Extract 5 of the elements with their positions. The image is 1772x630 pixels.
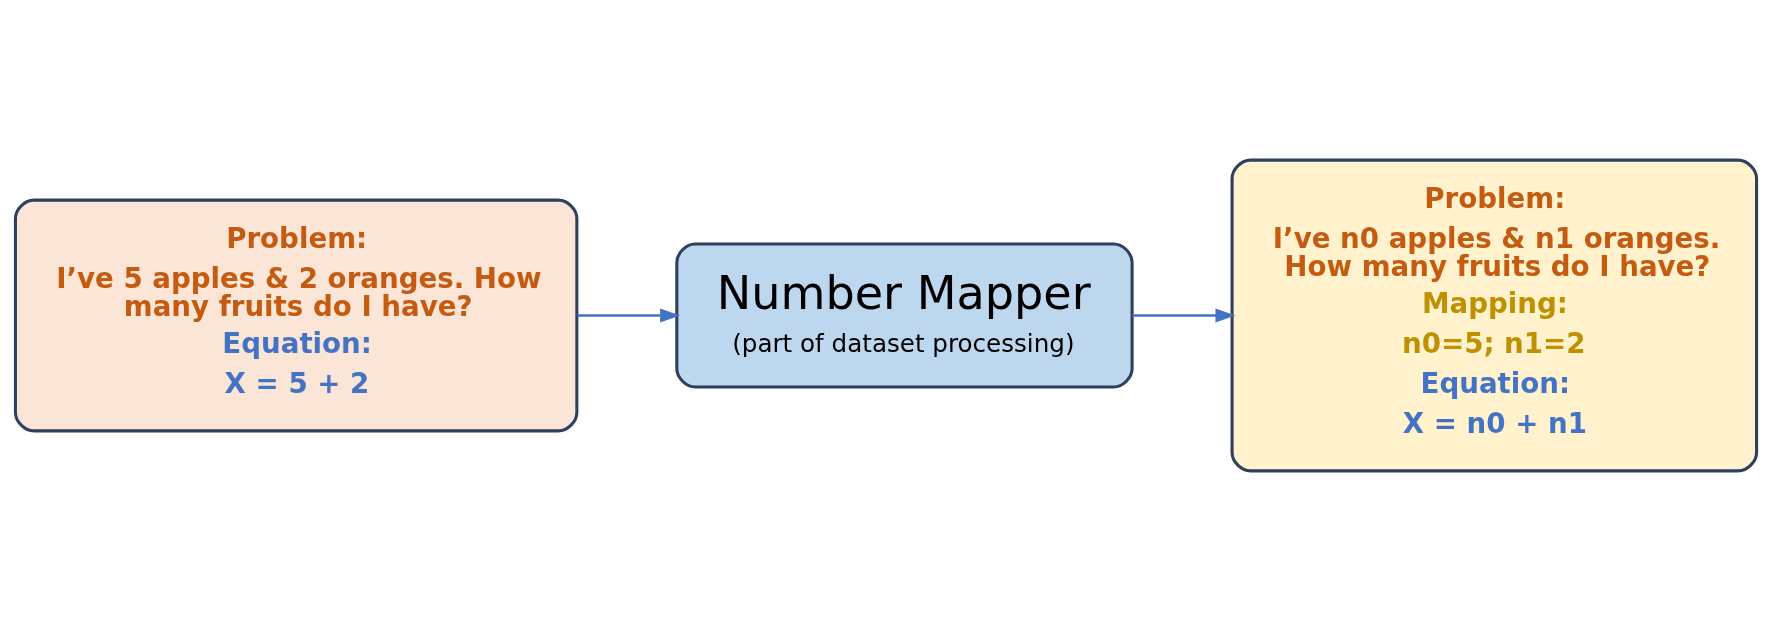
node-box: Problem: I’ve 5 apples & 2 oranges. How many fruits do I have? Equation: X = 5 + 2 bbox=[13, 198, 579, 432]
node-box: Problem: I’ve n0 apples & n1 oranges. How many fruits do I have? Mapping: n0=5; n1=2 Equation: X = n0 + n1 bbox=[1230, 158, 1759, 472]
arrow bbox=[577, 308, 681, 322]
arrow bbox=[1132, 308, 1236, 322]
node-box: Number Mapper (part of dataset processing) bbox=[675, 241, 1134, 389]
